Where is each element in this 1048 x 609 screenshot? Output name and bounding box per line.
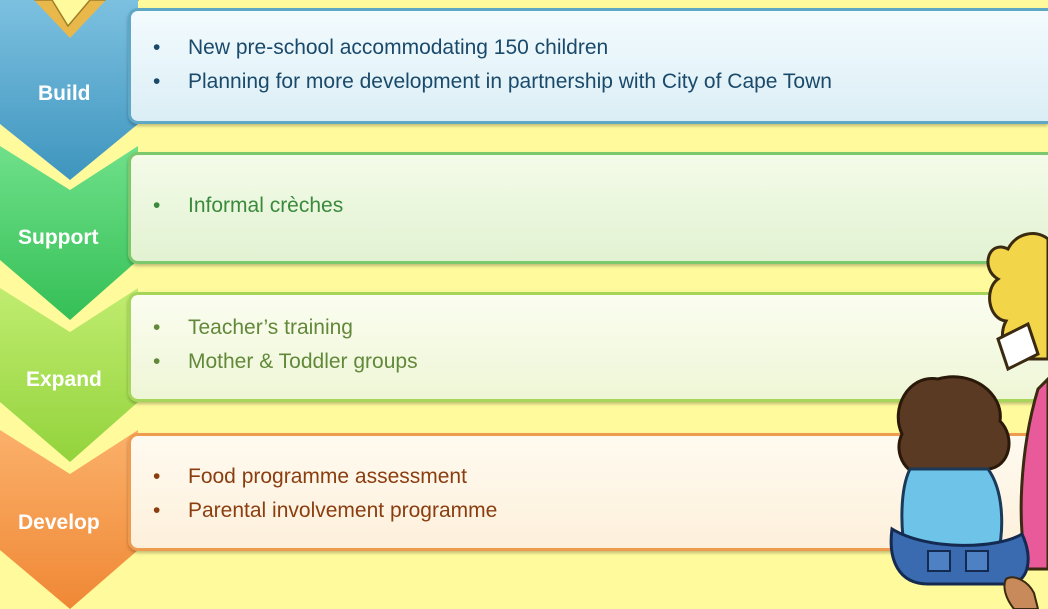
develop-list: • Food programme assessment • Parental inv…	[153, 460, 497, 528]
expand-panel: • Teacher’s training • Mother & Toddler gr…	[128, 292, 1048, 402]
build-panel: • New pre-school accommodating 150 childr…	[128, 8, 1048, 124]
list-item: • Teacher’s training	[153, 311, 418, 345]
support-chevron-shape	[0, 146, 138, 320]
hand	[1003, 576, 1040, 609]
back-child-collar	[996, 321, 1040, 372]
children-illustration	[889, 232, 1048, 609]
bullet-icon: •	[153, 36, 161, 59]
expand-chevron-shape	[0, 288, 138, 462]
stage-label-expand: Expand	[26, 368, 102, 391]
list-item: • Mother & Toddler groups	[153, 345, 418, 379]
support-list: • Informal crèches	[153, 189, 343, 223]
front-child-pants	[889, 526, 1030, 586]
list-item-text: Teacher’s training	[188, 316, 353, 339]
stage-label-support: Support	[18, 226, 99, 249]
bullet-icon: •	[153, 499, 161, 522]
develop-chevron-shape	[0, 430, 138, 609]
bullet-icon: •	[153, 194, 161, 217]
build-chevron-shape	[0, 0, 138, 180]
list-item: • Food programme assessment	[153, 460, 497, 494]
list-item-text: Food programme assessment	[188, 465, 467, 488]
list-item: • Parental involvement programme	[153, 494, 497, 528]
pocket-left	[927, 550, 951, 572]
bullet-icon: •	[153, 70, 161, 93]
list-item-text: Parental involvement programme	[188, 499, 498, 522]
bullet-icon: •	[153, 316, 161, 339]
expand-list: • Teacher’s training • Mother & Toddler gr…	[153, 311, 418, 379]
list-item-text: Mother & Toddler groups	[188, 350, 418, 373]
bullet-icon: •	[153, 350, 161, 373]
list-item: • Informal crèches	[153, 189, 343, 223]
chevron-column	[0, 0, 140, 609]
back-child-hair	[986, 232, 1048, 363]
build-list: • New pre-school accommodating 150 childr…	[153, 31, 832, 99]
stage-label-build: Build	[38, 82, 91, 105]
list-item-text: New pre-school accommodating 150 childre…	[188, 36, 609, 59]
list-item-text: Planning for more development in partner…	[188, 70, 832, 93]
list-item-text: Informal crèches	[188, 194, 344, 217]
bullet-icon: •	[153, 465, 161, 488]
support-panel: • Informal crèches	[128, 152, 1048, 264]
pocket-right	[965, 550, 989, 572]
list-item: • Planning for more development in partne…	[153, 65, 832, 99]
list-item: • New pre-school accommodating 150 childr…	[153, 31, 832, 65]
stage-label-develop: Develop	[18, 511, 100, 534]
